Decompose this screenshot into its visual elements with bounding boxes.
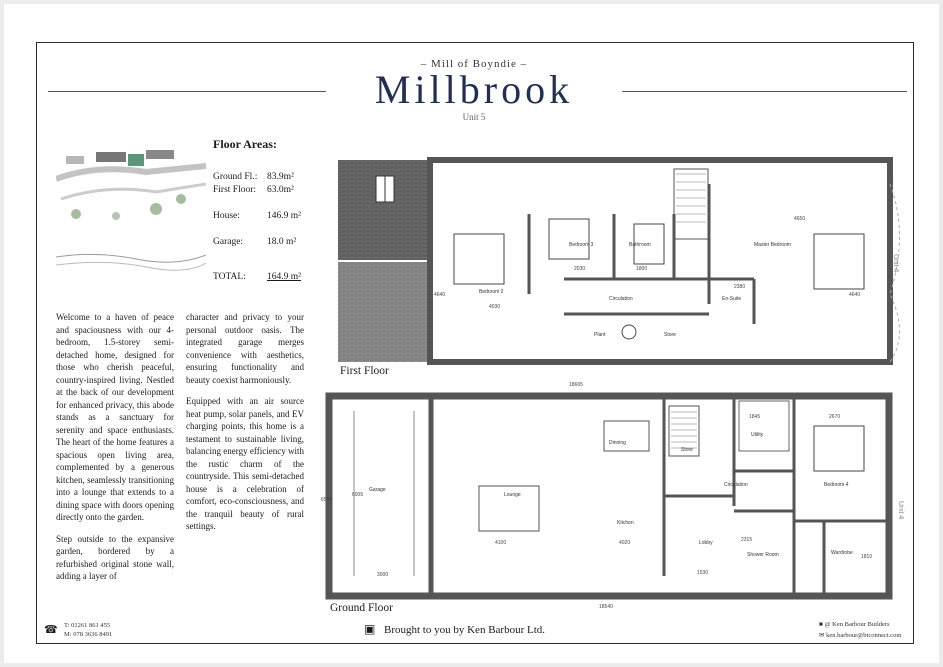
dim-gf-kitchen-w: 4020	[619, 540, 630, 546]
area-label-total: TOTAL:	[213, 272, 246, 282]
email-icon: ✉	[819, 632, 825, 639]
room-label-shower-room: Shower Room	[747, 552, 779, 558]
dim-gf-shower: 2315	[741, 537, 752, 543]
email-link[interactable]: ✉ ken.barbour@btconnect.com	[819, 631, 901, 639]
floor-areas-heading: Floor Areas:	[213, 137, 277, 151]
stream-sketch	[56, 253, 206, 271]
first-floor-label: First Floor	[340, 365, 389, 377]
room-label-circulation-gf: Circulation	[724, 482, 748, 488]
property-title: Millbrook	[374, 67, 574, 112]
building-icon: ▣	[364, 622, 376, 636]
brochure-page: – Mill of Boyndie – Millbrook Unit 5 Flo…	[4, 4, 939, 663]
dim-gf-height: 6540	[321, 497, 332, 503]
development-name: – Mill of Boyndie –	[420, 58, 528, 70]
dim-gf-lobby: 1530	[697, 570, 708, 576]
area-value-house: 146.9 m²	[267, 211, 301, 221]
area-value-garage: 18.0 m²	[267, 237, 297, 247]
description-para-4: Equipped with an air source heat pump, s…	[186, 396, 304, 531]
room-label-bedroom-4: Bedroom 4	[824, 482, 849, 488]
social-handle[interactable]: ■ @ Ken Barbour Builders	[819, 621, 890, 628]
first-floor-plan: Bedroom 2 Bedroom 3 Bathroom Master Bedr…	[338, 157, 900, 365]
room-label-ensuite: En-Suite	[722, 296, 741, 302]
area-value-ground: 83.9m²	[267, 172, 294, 182]
room-label-wardrobe: Wardrobe	[831, 550, 853, 556]
dim-ff-bed2-side: 4640	[434, 292, 445, 298]
dim-ff-bath2: 1800	[636, 266, 647, 272]
description-para-1: Welcome to a haven of peace and spacious…	[56, 312, 174, 522]
room-label-store-ff: Store	[664, 332, 676, 338]
area-label-garage: Garage:	[213, 237, 244, 247]
dim-gf-utility: 1845	[749, 414, 760, 420]
room-label-store-gf: Store	[681, 447, 693, 453]
contact-block: T: 01261 861 455 M: 078 3636 8491	[64, 621, 112, 639]
room-label-garage: Garage	[369, 487, 386, 493]
description-para-3: character and privacy to your personal o…	[186, 312, 304, 385]
roof-tiles-lower	[338, 262, 430, 362]
dim-gf-bottom: 18540	[599, 604, 613, 610]
dim-gf-garage-h: 6005	[352, 492, 363, 498]
email-text: ken.barbour@btconnect.com	[826, 632, 902, 639]
description-col-2: character and privacy to your personal o…	[186, 311, 304, 542]
facebook-icon: ■	[819, 621, 823, 628]
room-label-master-bedroom: Master Bedroom	[754, 242, 791, 248]
room-label-circulation-ff: Circulation	[609, 296, 633, 302]
site-map	[56, 144, 206, 229]
description-para-2: Step outside to the expansive garden, bo…	[56, 533, 174, 582]
room-label-utility: Utility	[751, 432, 764, 438]
ground-floor-label: Ground Floor	[330, 602, 393, 614]
unit4-label-bottom: Unit 4	[897, 501, 904, 519]
dim-gf-garage-w: 3000	[377, 572, 388, 578]
area-label-house: House:	[213, 211, 240, 221]
social-handle-text: @ Ken Barbour Builders	[824, 621, 890, 628]
room-label-plant: Plant	[594, 332, 606, 338]
roof-tiles-upper	[338, 160, 430, 260]
room-label-lobby: Lobby	[699, 540, 713, 546]
room-label-bedroom-2: Bedroom 2	[479, 289, 504, 295]
title-rule-right	[622, 91, 907, 92]
contact-mobile: M: 078 3636 8491	[64, 631, 113, 638]
dim-ff-bath1: 2030	[574, 266, 585, 272]
room-label-bathroom: Bathroom	[629, 242, 651, 248]
room-label-bedroom-3: Bedroom 3	[569, 242, 594, 248]
area-label-ground: Ground Fl.:	[213, 172, 258, 182]
dim-gf-lounge-w: 4100	[495, 540, 506, 546]
description-col-1: Welcome to a haven of peace and spacious…	[56, 311, 174, 592]
dim-ff-top: 4650	[794, 216, 805, 222]
ground-floor-plan: Garage Lounge Dinning Kitchen Store Util…	[321, 382, 904, 610]
dim-ff-bed2: 4030	[489, 304, 500, 310]
unit-number: Unit 5	[462, 112, 486, 122]
title-rule-left	[48, 91, 326, 92]
dim-ff-ensuite: 2380	[734, 284, 745, 290]
contact-phone: T: 01261 861 455	[64, 622, 111, 629]
page-frame	[36, 42, 914, 644]
unit4-label-top: Unit 4	[892, 254, 899, 272]
phone-icon: ☎	[44, 624, 58, 636]
room-label-kitchen: Kitchen	[617, 520, 634, 526]
dim-gf-top: 18665	[569, 382, 583, 388]
area-value-total: 164.9 m²	[267, 272, 301, 282]
dim-gf-wardrobe: 1810	[861, 554, 872, 560]
area-label-first: First Floor:	[213, 185, 257, 195]
footer-tagline: Brought to you by Ken Barbour Ltd.	[384, 624, 546, 636]
room-label-lounge: Lounge	[504, 492, 521, 498]
area-value-first: 63.0m²	[267, 185, 294, 195]
room-label-dinning: Dinning	[609, 440, 626, 446]
dim-ff-master-side: 4640	[849, 292, 860, 298]
dim-gf-bed4-w: 2670	[829, 414, 840, 420]
